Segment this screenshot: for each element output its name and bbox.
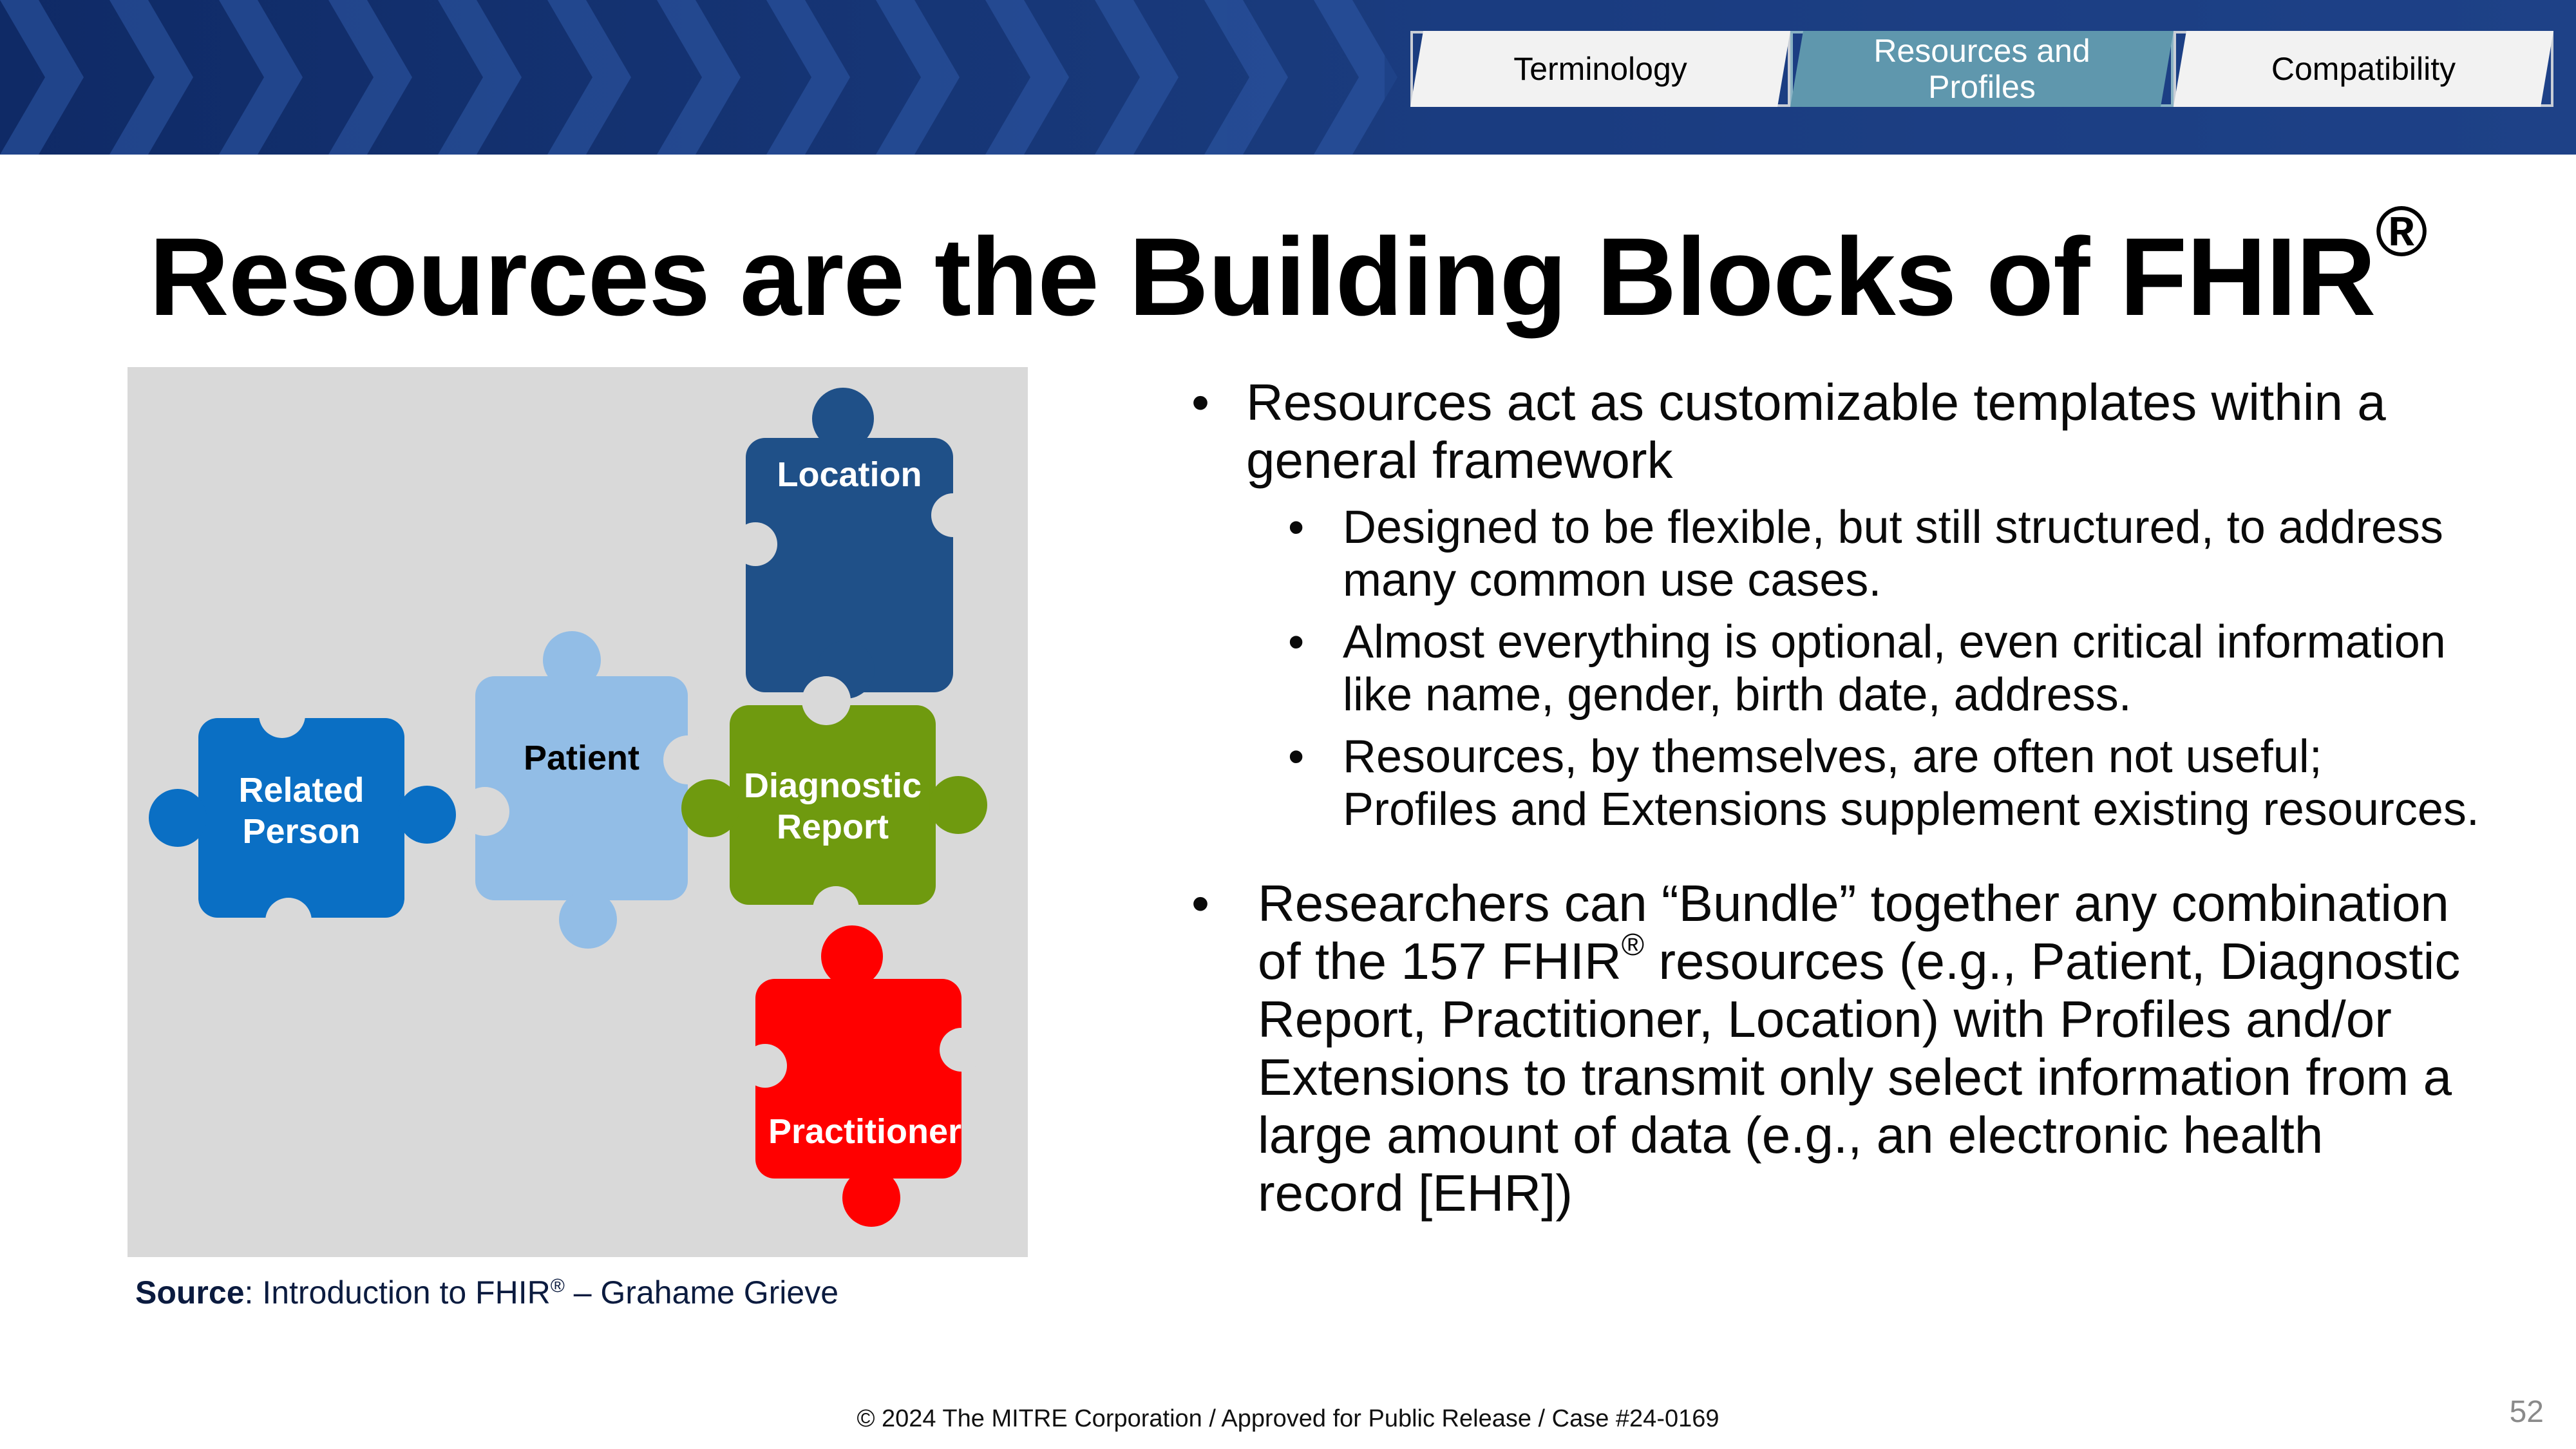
bullet-glyph: • <box>1191 875 1210 932</box>
puzzle-illustration: Location Patient Related Person Diagnost… <box>128 367 1028 1257</box>
sub-bullet-item: • Almost everything is optional, even cr… <box>1191 616 2479 721</box>
bullet-text-part1: Researchers can “Bundle” together any co… <box>1258 875 2449 990</box>
piece-label-related-person: Related Person <box>238 771 365 851</box>
bullet-glyph: • <box>1288 502 1305 553</box>
puzzle-pieces-graphic <box>149 388 987 1227</box>
bullet-text: Resources act as customizable templates … <box>1246 374 2386 489</box>
bullet-glyph: • <box>1288 616 1305 668</box>
puzzle-piece-location-shape <box>734 388 975 699</box>
tab-terminology-label: Terminology <box>1513 51 1687 87</box>
registered-mark: ® <box>2375 192 2427 271</box>
registered-mark: ® <box>1621 928 1645 962</box>
tab-resources-and-profiles[interactable]: Resources and Profiles <box>1790 31 2174 107</box>
piece-label-diagnostic-report: Diagnostic Report <box>743 766 922 846</box>
puzzle-piece-patient-shape <box>460 631 712 949</box>
puzzle-piece-diagnostic-report-shape <box>681 676 987 933</box>
puzzle-piece-practitioner-shape <box>743 925 983 1227</box>
source-registered-mark: ® <box>550 1275 565 1297</box>
bullet-glyph: • <box>1288 731 1305 782</box>
piece-label-practitioner: Practitioner <box>768 1112 962 1151</box>
piece-label-location: Location <box>777 455 922 494</box>
puzzle-piece-related-person-shape <box>149 692 456 944</box>
bullet-item: • Researchers can “Bundle” together any … <box>1191 875 2479 1222</box>
sub-bullet-item: • Resources, by themselves, are often no… <box>1191 730 2479 836</box>
page-title-text: Resources are the Building Blocks of FHI… <box>149 215 2376 339</box>
page-number: 52 <box>2509 1395 2544 1429</box>
source-label: Source <box>135 1274 245 1311</box>
sub-bullet-text: Resources, by themselves, are often not … <box>1343 731 2479 835</box>
tab-compatibility-label: Compatibility <box>2271 51 2456 87</box>
tab-resources-and-profiles-label: Resources and Profiles <box>1873 33 2090 105</box>
header-banner: Terminology Resources and Profiles Compa… <box>0 0 2576 155</box>
sub-bullet-text: Almost everything is optional, even crit… <box>1343 616 2446 721</box>
tab-terminology[interactable]: Terminology <box>1410 31 1790 107</box>
tab-compatibility[interactable]: Compatibility <box>2174 31 2553 107</box>
page-title: Resources are the Building Blocks of FHI… <box>0 196 2576 341</box>
source-author: – Grahame Grieve <box>564 1274 838 1311</box>
source-caption: Source: Introduction to FHIR® – Grahame … <box>135 1274 838 1311</box>
sub-bullet-item: • Designed to be flexible, but still str… <box>1191 501 2479 607</box>
sub-bullet-text: Designed to be flexible, but still struc… <box>1343 502 2443 606</box>
bullet-text-part2: resources (e.g., Patient, Diagnostic Rep… <box>1258 933 2461 1222</box>
source-text: : Introduction to FHIR <box>244 1274 551 1311</box>
bullet-item: • Resources act as customizable template… <box>1191 374 2479 489</box>
piece-label-patient: Patient <box>523 739 640 777</box>
bullet-list: • Resources act as customizable template… <box>1191 374 2479 1222</box>
footer-copyright: © 2024 The MITRE Corporation / Approved … <box>857 1405 1719 1432</box>
bullet-glyph: • <box>1191 374 1210 431</box>
